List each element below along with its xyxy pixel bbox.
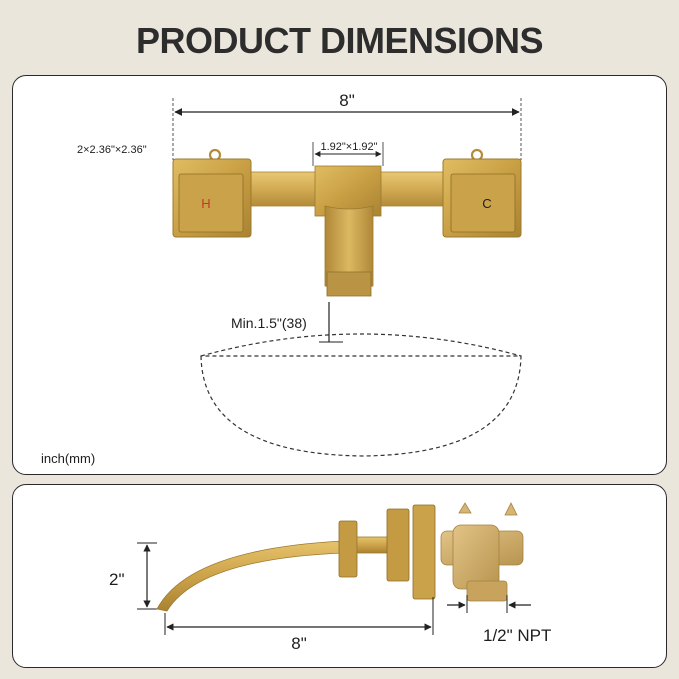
cold-label: C — [482, 196, 491, 211]
side-view-diagram: 2" 8" 1/2" NPT — [109, 502, 551, 653]
clearance-label: Min.1.5"(38) — [231, 315, 307, 331]
escutcheon-plate — [338, 520, 358, 578]
reach-label: 8" — [291, 634, 307, 653]
height-label: 2" — [109, 570, 125, 589]
hot-handle — [172, 148, 252, 238]
front-view-diagram: 8" 2×2.36"×2.36" 1.92"×1.92" H C — [41, 91, 522, 466]
spout — [314, 165, 382, 297]
spout-size-label: 1.92"×1.92" — [320, 141, 377, 153]
handle-plate-back — [386, 508, 410, 582]
thread-label: 1/2" NPT — [483, 626, 551, 645]
handle-plate-front — [412, 504, 436, 600]
cold-handle — [442, 148, 522, 238]
page-title: PRODUCT DIMENSIONS — [135, 20, 544, 61]
basin-outline — [200, 333, 522, 457]
spout-arm — [156, 540, 344, 612]
valve-body — [440, 502, 524, 602]
overall-width-label: 8" — [339, 91, 355, 110]
handle-size-label: 2×2.36"×2.36" — [77, 144, 147, 156]
side-view-panel: 2" 8" 1/2" NPT — [12, 484, 667, 668]
hot-label: H — [201, 196, 210, 211]
front-view-panel: 8" 2×2.36"×2.36" 1.92"×1.92" H C — [12, 75, 667, 475]
unit-note: inch(mm) — [41, 451, 95, 466]
